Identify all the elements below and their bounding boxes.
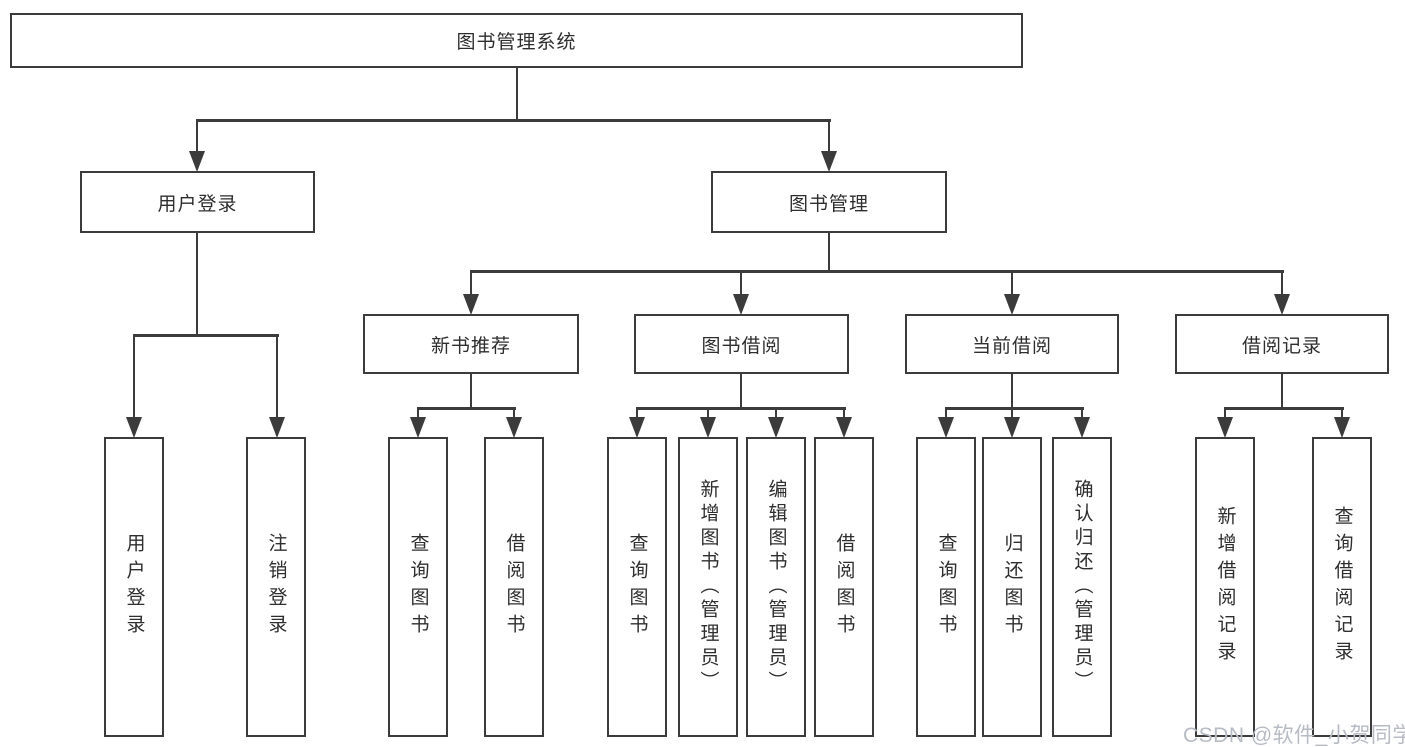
- connector-line: [1340, 409, 1343, 419]
- leaf-query-books-borrowing: 查询图书: [607, 437, 667, 737]
- connector-line: [774, 409, 777, 419]
- connector-line: [635, 407, 846, 410]
- connector-line: [944, 407, 1084, 410]
- connector-line: [1223, 409, 1226, 419]
- node-label: 借阅图书: [503, 533, 525, 641]
- arrow-down-icon: [1334, 417, 1350, 438]
- connector-line: [842, 409, 845, 419]
- connector-line: [1010, 272, 1013, 294]
- leaf-add-book-admin: 新增图书（管理员）: [678, 437, 738, 737]
- connector-line: [132, 334, 279, 337]
- node-label: 查询图书: [626, 533, 648, 641]
- node-label: 借阅记录: [1241, 335, 1322, 357]
- arrow-down-icon: [1217, 417, 1233, 438]
- node-label: 新增借阅记录: [1214, 506, 1236, 668]
- connector-line: [1223, 407, 1344, 410]
- arrow-down-icon: [938, 417, 954, 438]
- node-label: 确认归还（管理员）: [1071, 479, 1093, 695]
- arrow-down-icon: [1004, 294, 1020, 315]
- leaf-return-book: 归还图书: [982, 437, 1042, 737]
- leaf-add-borrow-record: 新增借阅记录: [1195, 437, 1255, 737]
- connector-line: [469, 272, 472, 294]
- node-label: 查询图书: [407, 533, 429, 641]
- leaf-confirm-return-admin: 确认归还（管理员）: [1052, 437, 1112, 737]
- connector-line: [706, 409, 709, 419]
- node-label: 新增图书（管理员）: [697, 479, 719, 695]
- connector-line: [512, 409, 515, 419]
- arrow-down-icon: [700, 417, 716, 438]
- arrow-down-icon: [836, 417, 852, 438]
- arrow-down-icon: [629, 417, 645, 438]
- node-book-management: 图书管理: [711, 171, 947, 233]
- node-label: 借阅图书: [833, 533, 855, 641]
- connector-line: [944, 409, 947, 419]
- node-new-book-recommendation: 新书推荐: [363, 314, 579, 374]
- node-library-management-system: 图书管理系统: [10, 13, 1023, 68]
- node-label: 归还图书: [1001, 533, 1023, 641]
- node-label: 用户登录: [157, 193, 238, 215]
- leaf-borrow-books-recommend: 借阅图书: [484, 437, 544, 737]
- leaf-borrow-books: 借阅图书: [814, 437, 874, 737]
- node-label: 查询图书: [935, 533, 957, 641]
- node-user-login: 用户登录: [80, 171, 315, 233]
- node-book-borrowing: 图书借阅: [634, 314, 849, 374]
- connector-line: [739, 272, 742, 294]
- arrow-down-icon: [463, 294, 479, 315]
- connector-line: [1010, 409, 1013, 419]
- arrow-down-icon: [269, 417, 285, 438]
- connector-line: [827, 121, 830, 152]
- arrow-down-icon: [506, 417, 522, 438]
- leaf-edit-book-admin: 编辑图书（管理员）: [746, 437, 806, 737]
- connector-line: [132, 336, 135, 418]
- node-label: 图书管理系统: [456, 32, 577, 53]
- connector-line: [1080, 409, 1083, 419]
- connector-line: [1010, 374, 1013, 409]
- connector-line: [1280, 374, 1283, 409]
- connector-line: [469, 374, 472, 409]
- connector-line: [416, 409, 419, 419]
- arrow-down-icon: [768, 417, 784, 438]
- arrow-down-icon: [1074, 417, 1090, 438]
- connector-line: [739, 374, 742, 409]
- connector-line: [827, 233, 830, 272]
- arrow-down-icon: [410, 417, 426, 438]
- arrow-down-icon: [189, 151, 205, 172]
- leaf-user-login: 用户登录: [104, 437, 164, 737]
- connector-line: [195, 233, 198, 336]
- connector-line: [416, 407, 516, 410]
- connector-line: [275, 336, 278, 418]
- node-label: 当前借阅: [971, 335, 1052, 357]
- node-label: 新书推荐: [430, 335, 511, 357]
- leaf-query-borrow-record: 查询借阅记录: [1312, 437, 1372, 737]
- node-label: 编辑图书（管理员）: [765, 479, 787, 695]
- leaf-query-books-recommend: 查询图书: [388, 437, 448, 737]
- node-label: 查询借阅记录: [1331, 506, 1353, 668]
- connector-line: [635, 409, 638, 419]
- connector-line: [515, 68, 518, 121]
- node-label: 注销登录: [265, 533, 287, 641]
- connector-line: [469, 270, 1284, 273]
- arrow-down-icon: [126, 417, 142, 438]
- connector-line: [195, 121, 198, 152]
- node-label: 图书借阅: [701, 335, 782, 357]
- arrow-down-icon: [1004, 417, 1020, 438]
- node-label: 用户登录: [123, 533, 145, 641]
- arrow-down-icon: [821, 151, 837, 172]
- node-label: 图书管理: [788, 193, 869, 215]
- connector-line: [1280, 272, 1283, 294]
- connector-line: [195, 119, 831, 122]
- arrow-down-icon: [733, 294, 749, 315]
- node-borrowing-records: 借阅记录: [1175, 314, 1389, 374]
- leaf-logout: 注销登录: [246, 437, 306, 737]
- arrow-down-icon: [1274, 294, 1290, 315]
- leaf-query-books-current: 查询图书: [916, 437, 976, 737]
- csdn-watermark: CSDN @软件_小贺同学: [1183, 724, 1405, 747]
- node-current-borrowing: 当前借阅: [905, 314, 1119, 374]
